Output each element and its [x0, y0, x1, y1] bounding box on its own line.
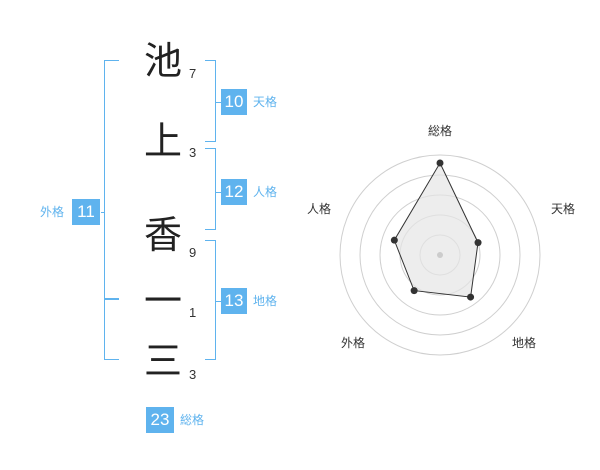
fortune-radar-chart: 総格 天格 地格 外格 人格 — [307, 123, 575, 356]
tenkaku-bracket — [205, 60, 216, 142]
gaikaku-label: 外格 — [40, 205, 65, 219]
stroke-count-5: 3 — [189, 367, 197, 382]
radar-center-dot — [437, 252, 443, 258]
jinkaku-badge: 12 — [221, 179, 247, 205]
name-char-5: 三 — [143, 339, 182, 383]
soukaku-label: 総格 — [180, 413, 205, 427]
stroke-count-2: 3 — [189, 145, 197, 160]
name-char-1: 池 — [143, 39, 182, 83]
radar-point — [467, 293, 475, 301]
tenkaku-label: 天格 — [253, 95, 278, 109]
soukaku-badge: 23 — [146, 407, 174, 433]
radar-point — [474, 239, 482, 247]
name-char-2: 上 — [143, 119, 182, 163]
radar-data-area — [393, 161, 479, 298]
jinkaku-connector — [215, 192, 221, 193]
chikaku-badge: 13 — [221, 288, 247, 314]
gaikaku-badge: 11 — [72, 199, 100, 225]
chikaku-connector — [215, 301, 221, 302]
tenkaku-connector — [215, 102, 221, 103]
name-char-3: 香 — [143, 213, 182, 257]
stroke-count-1: 7 — [189, 66, 197, 81]
jinkaku-bracket — [205, 148, 216, 230]
name-char-4: 一 — [143, 279, 182, 323]
radar-point — [390, 236, 398, 244]
stroke-count-4: 1 — [189, 305, 197, 320]
tenkaku-badge: 10 — [221, 89, 247, 115]
radar-point — [436, 159, 444, 167]
radar-axis-label-chikaku: 地格 — [512, 335, 536, 350]
radar-axis-label-soukaku: 総格 — [428, 123, 452, 138]
gaikaku-bracket-upper — [104, 60, 119, 300]
chikaku-bracket — [205, 240, 216, 360]
radar-axis-label-tenkaku: 天格 — [551, 201, 575, 216]
jinkaku-label: 人格 — [253, 185, 278, 199]
radar-ring — [339, 154, 541, 356]
gaikaku-bracket-lower — [104, 298, 119, 360]
chikaku-label: 地格 — [253, 294, 278, 308]
stroke-count-3: 9 — [189, 245, 197, 260]
radar-axis-label-gaikaku: 外格 — [341, 335, 365, 350]
gaikaku-connector — [101, 212, 104, 213]
radar-point — [410, 287, 418, 295]
radar-axis-label-jinkaku: 人格 — [307, 201, 331, 216]
